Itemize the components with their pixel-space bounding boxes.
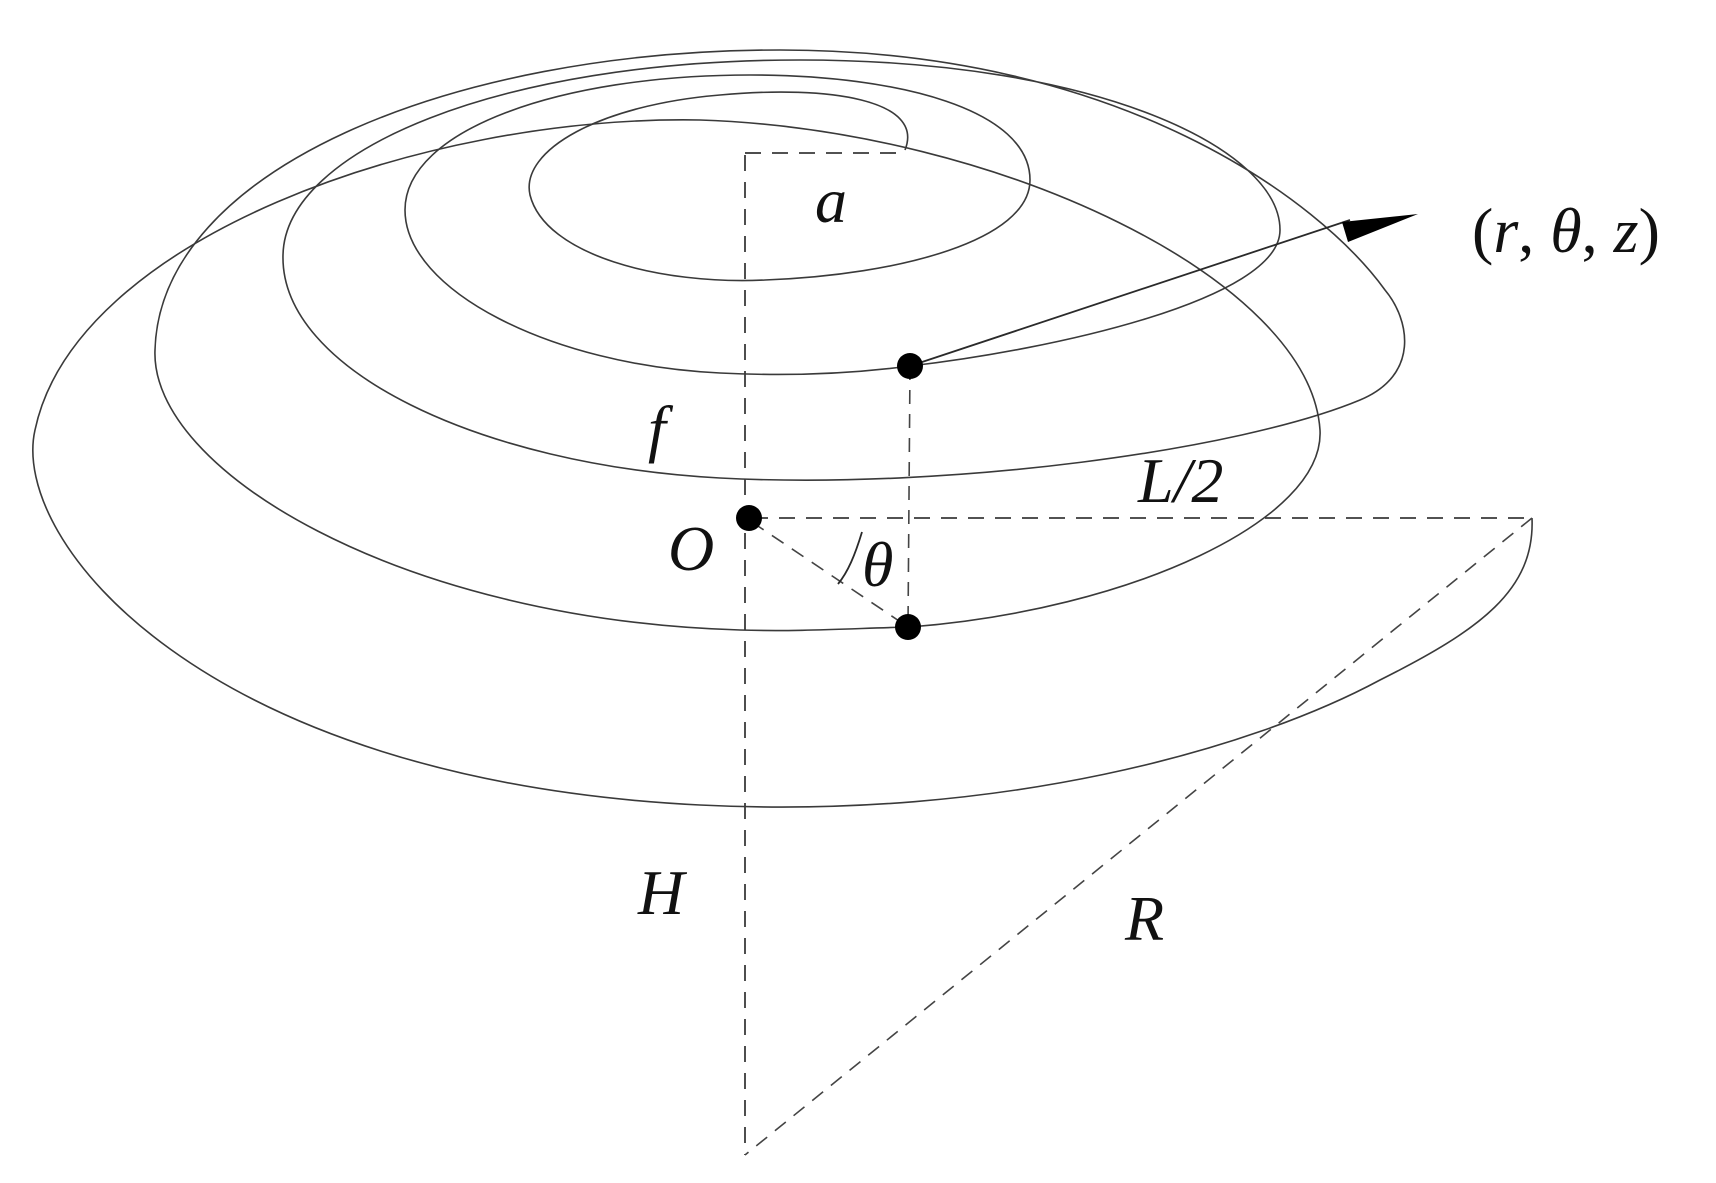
construction-lines (744, 152, 1533, 1156)
coordinate-arrow (909, 214, 1418, 367)
spiral-point (897, 353, 923, 379)
label-theta: θ (862, 529, 893, 600)
label-half-length: L/2 (1137, 445, 1223, 516)
label-coordinates: (r, θ, z) (1472, 195, 1660, 266)
theta-arc (837, 531, 863, 585)
label-a: a (815, 165, 847, 236)
theta-ray (751, 521, 909, 628)
label-f: f (648, 393, 674, 464)
label-radius: R (1124, 883, 1164, 954)
label-height: H (637, 857, 688, 928)
spiral-turn-3 (154, 349, 911, 632)
spiral-turn-1 (404, 74, 1031, 376)
radius-line (744, 517, 1533, 1156)
arrow-shaft (909, 219, 1351, 367)
spiral-turn-4 (32, 119, 1533, 808)
projected-point (895, 614, 921, 640)
label-origin: O (668, 513, 714, 584)
origin-point (736, 505, 762, 531)
arrowhead-icon (1342, 214, 1418, 242)
point-drop-line (907, 365, 911, 628)
spiral-turn-2 (154, 49, 1406, 481)
spiral-curve (32, 49, 1533, 808)
